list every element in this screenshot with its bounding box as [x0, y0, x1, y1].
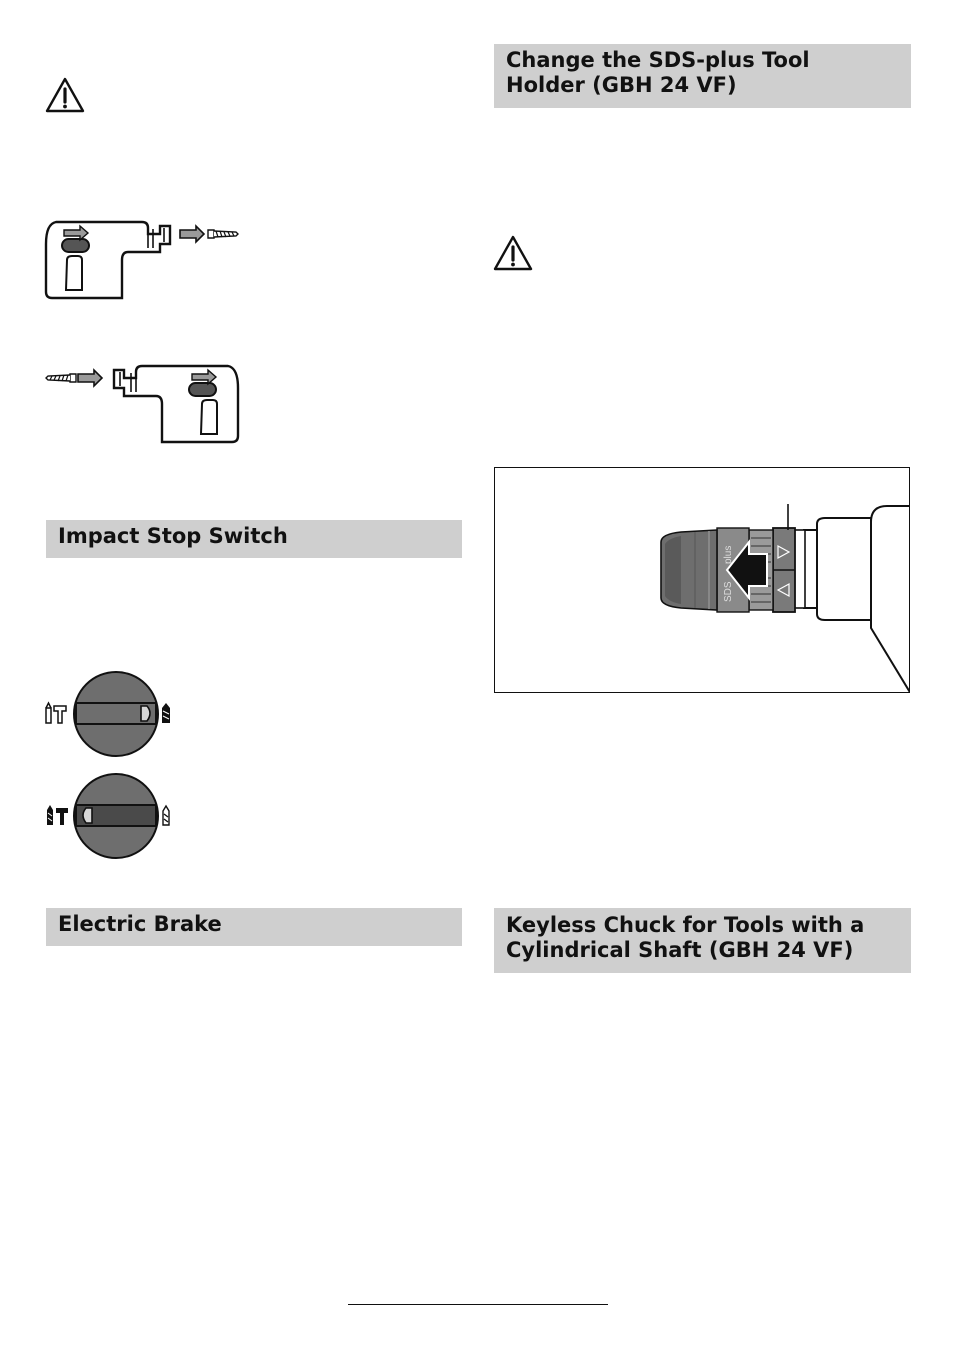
drill-bit-symbol-outline [162, 804, 170, 826]
chuck-label-sds: SDS [723, 581, 734, 602]
section-heading-change-tool-holder: Change the SDS-plus Tool Holder (GBH 24 … [494, 44, 911, 108]
section-heading-keyless-chuck: Keyless Chuck for Tools with a Cylindric… [494, 908, 911, 973]
heading-line-2: Holder (GBH 24 VF) [506, 73, 737, 97]
drill-hammer-symbol [45, 701, 67, 724]
heading-line-2: Cylindrical Shaft (GBH 24 VF) [506, 938, 854, 962]
hammer-drill-dial-icon [47, 773, 170, 859]
heading-text: Impact Stop Switch [58, 524, 288, 548]
section-heading-impact-stop-switch: Impact Stop Switch [46, 520, 462, 558]
sds-chuck-release-icon: SDS plus [660, 504, 909, 692]
section-heading-electric-brake: Electric Brake [46, 908, 462, 946]
footer-rule [348, 1304, 608, 1305]
sds-chuck-figure: SDS plus [494, 467, 910, 693]
warning-icon [493, 235, 533, 271]
warning-icon [45, 77, 85, 113]
drill-bit-symbol [162, 703, 170, 723]
heading-line-1: Change the SDS-plus Tool [506, 48, 810, 72]
drill-reverse-rotation-icon [45, 364, 240, 444]
heading-text: Electric Brake [58, 912, 222, 936]
rotation-stop-dial-icon [45, 671, 170, 757]
drill-forward-rotation-icon [44, 220, 239, 300]
drill-hammer-symbol-active [47, 805, 68, 825]
chuck-label-plus: plus [723, 546, 734, 564]
heading-line-1: Keyless Chuck for Tools with a [506, 913, 865, 937]
